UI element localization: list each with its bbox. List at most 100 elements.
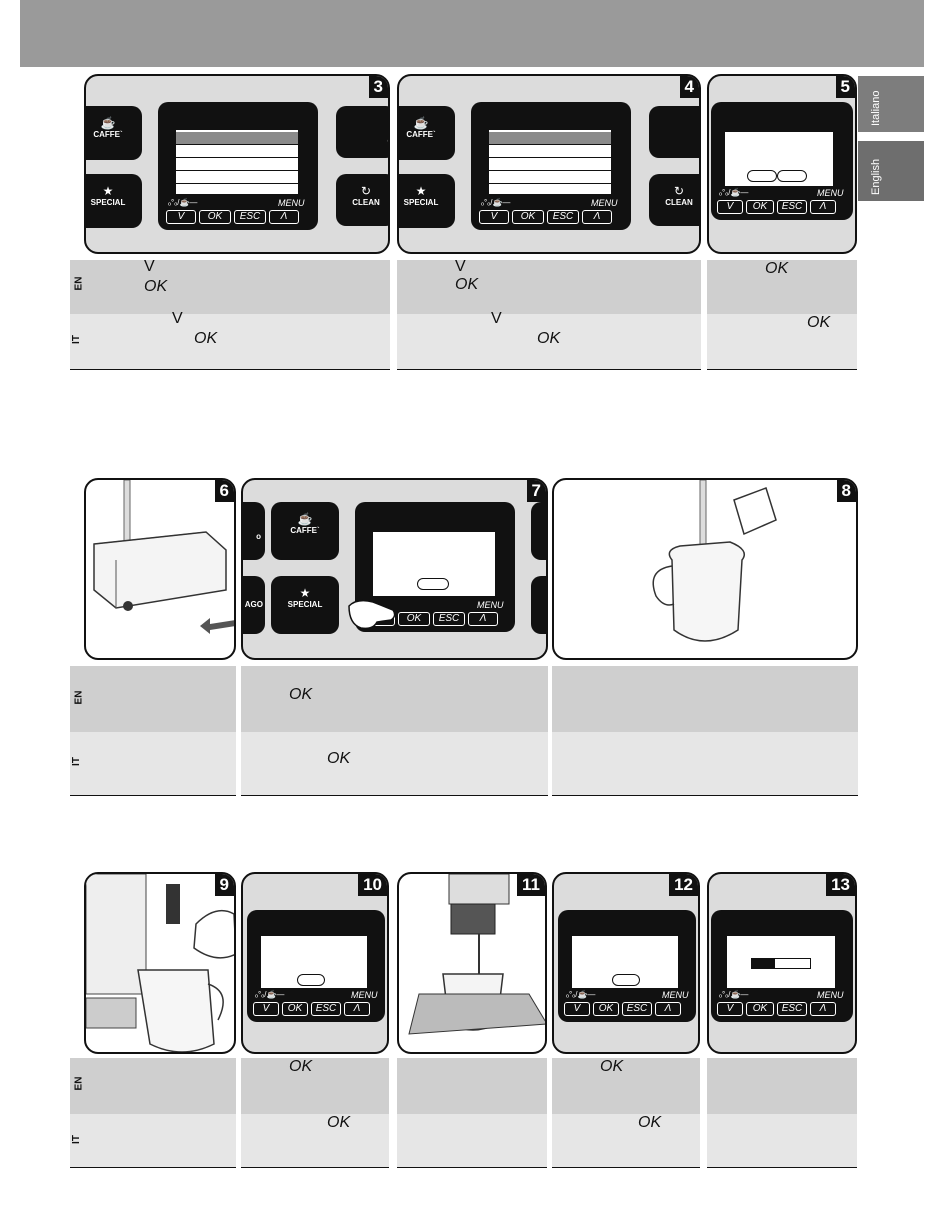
- step-number: 10: [358, 874, 387, 896]
- menu-label: MENU: [817, 990, 844, 1000]
- step-number: 9: [214, 874, 234, 896]
- ok-glyph: OK: [194, 330, 218, 347]
- menu-row: [176, 145, 298, 158]
- text-it-8: [552, 732, 858, 796]
- ok-glyph: OK: [537, 330, 561, 347]
- display-screen: ₒ°ₒ/☕— MENU V OK ESC Λ: [158, 102, 318, 230]
- menu-label: MENU: [278, 198, 305, 208]
- display-screen: MENU V OK ESC Λ: [348, 502, 515, 632]
- right-button-top: c: [649, 106, 699, 158]
- step-10-panel: 10 ₒ°ₒ/☕— MENU V OK ESC Λ: [241, 872, 389, 1054]
- screen-buttons: V OK ESC Λ: [717, 200, 836, 214]
- step-number: 5: [835, 76, 855, 98]
- step-12-panel: 12 ₒ°ₒ/☕— MENU V OK ESC Λ: [552, 872, 700, 1054]
- up-button: Λ: [582, 210, 612, 224]
- ok-glyph: OK: [765, 260, 789, 277]
- ok-button: OK: [512, 210, 544, 224]
- tab-english[interactable]: English: [858, 141, 924, 201]
- menu-list: [489, 132, 611, 184]
- text-en-3: EN V OK: [70, 258, 390, 314]
- display-lcd: [176, 130, 298, 194]
- ok-glyph: OK: [600, 1058, 624, 1075]
- lcd-option: [297, 974, 325, 986]
- text-en-11: [397, 1058, 547, 1114]
- screen-buttons: V OK ESC Λ: [253, 1002, 370, 1016]
- text-en-4: V OK: [397, 258, 701, 314]
- text-en-5: OK: [707, 260, 857, 314]
- ok-button: OK: [282, 1002, 308, 1016]
- special-button: ★SPECIAL: [271, 576, 339, 634]
- water-tank-illustration: [93, 480, 234, 634]
- caffe-button: ☕CAFFE`: [86, 106, 142, 160]
- down-button: V: [253, 1002, 279, 1016]
- step-11-panel: 11: [397, 872, 547, 1054]
- special-button: ★SPECIAL: [399, 174, 455, 228]
- left-button-top: o: [243, 502, 265, 560]
- step-3-panel: 3 ☕CAFFE` ★SPECIAL c ↻CLEAN ₒ°ₒ/☕— MENU …: [84, 74, 390, 254]
- step-number: 6: [214, 480, 234, 502]
- esc-button: ESC: [777, 1002, 807, 1016]
- right-button-bottom: [531, 576, 546, 634]
- tab-italiano[interactable]: Italiano: [858, 76, 924, 132]
- esc-button: ESC: [433, 612, 465, 626]
- step-13-panel: 13 ₒ°ₒ/☕— MENU V OK ESC Λ: [707, 872, 857, 1054]
- ok-glyph: OK: [327, 1114, 351, 1131]
- text-it-9: IT: [70, 1114, 236, 1168]
- menu-row: [489, 171, 611, 184]
- ok-glyph: OK: [144, 278, 168, 295]
- display-lcd: [572, 936, 678, 988]
- up-button: Λ: [344, 1002, 370, 1016]
- lcd-option: [747, 170, 777, 182]
- text-en-7: OK: [241, 666, 548, 732]
- text-it-4: V OK: [397, 310, 701, 370]
- display-screen: ₒ°ₒ/☕— MENU V OK ESC Λ: [558, 910, 696, 1022]
- clean-button: ↻CLEAN: [336, 174, 388, 226]
- text-it-10: OK: [241, 1114, 389, 1168]
- icons-label: ₒ°ₒ/☕—: [481, 198, 511, 207]
- text-it-6: IT: [70, 732, 236, 796]
- step-number: 7: [526, 480, 546, 502]
- lang-code-en: EN: [73, 276, 85, 291]
- cup-icon: ☕: [413, 116, 429, 130]
- esc-button: ESC: [547, 210, 579, 224]
- step-number: 3: [368, 76, 388, 98]
- text-en-8: [552, 666, 858, 732]
- menu-label: MENU: [817, 188, 844, 198]
- tab-italiano-label: Italiano: [870, 90, 882, 126]
- screen-buttons: V OK ESC Λ: [166, 210, 299, 224]
- icons-label: ₒ°ₒ/☕—: [719, 990, 749, 999]
- caffe-button: ☕CAFFE`: [271, 502, 339, 560]
- icons-label: ₒ°ₒ/☕—: [255, 990, 285, 999]
- lcd-option: [777, 170, 807, 182]
- down-button: V: [717, 1002, 743, 1016]
- down-glyph: V: [172, 310, 183, 327]
- ok-button: OK: [746, 200, 774, 214]
- display-screen: ₒ°ₒ/☕— MENU V OK ESC Λ: [471, 102, 631, 230]
- screen-buttons: V OK ESC Λ: [564, 1002, 681, 1016]
- text-en-9: EN: [70, 1058, 236, 1114]
- down-button: V: [564, 1002, 590, 1016]
- esc-button: ESC: [311, 1002, 341, 1016]
- step-7-panel: 7 o AGO ☕CAFFE` ★SPECIAL MENU V OK ESC Λ: [241, 478, 548, 660]
- ok-glyph: OK: [327, 750, 351, 767]
- text-it-3: IT V OK: [70, 310, 390, 370]
- down-button: V: [717, 200, 743, 214]
- machine-jug-illustration: [408, 874, 545, 1035]
- display-screen: ₒ°ₒ/☕— MENU V OK ESC Λ: [711, 102, 853, 220]
- text-it-12: OK: [552, 1114, 700, 1168]
- text-it-13: [707, 1114, 857, 1168]
- esc-button: ESC: [234, 210, 266, 224]
- lang-code-en: EN: [73, 690, 85, 705]
- ok-button: OK: [199, 210, 231, 224]
- display-screen: ₒ°ₒ/☕— MENU V OK ESC Λ: [711, 910, 853, 1022]
- step-4-panel: 4 ☕CAFFE` ★SPECIAL c ↻CLEAN ₒ°ₒ/☕— MENU …: [397, 74, 701, 254]
- display-lcd: [727, 936, 835, 988]
- star-cup-icon: ★: [415, 184, 427, 198]
- star-cup-icon: ★: [102, 184, 114, 198]
- menu-row: [176, 158, 298, 171]
- pressing-hand-icon: [348, 599, 396, 630]
- menu-row: [489, 158, 611, 171]
- menu-list: [176, 132, 298, 184]
- lang-code-it: IT: [70, 1135, 82, 1144]
- screen-buttons: V OK ESC Λ: [479, 210, 612, 224]
